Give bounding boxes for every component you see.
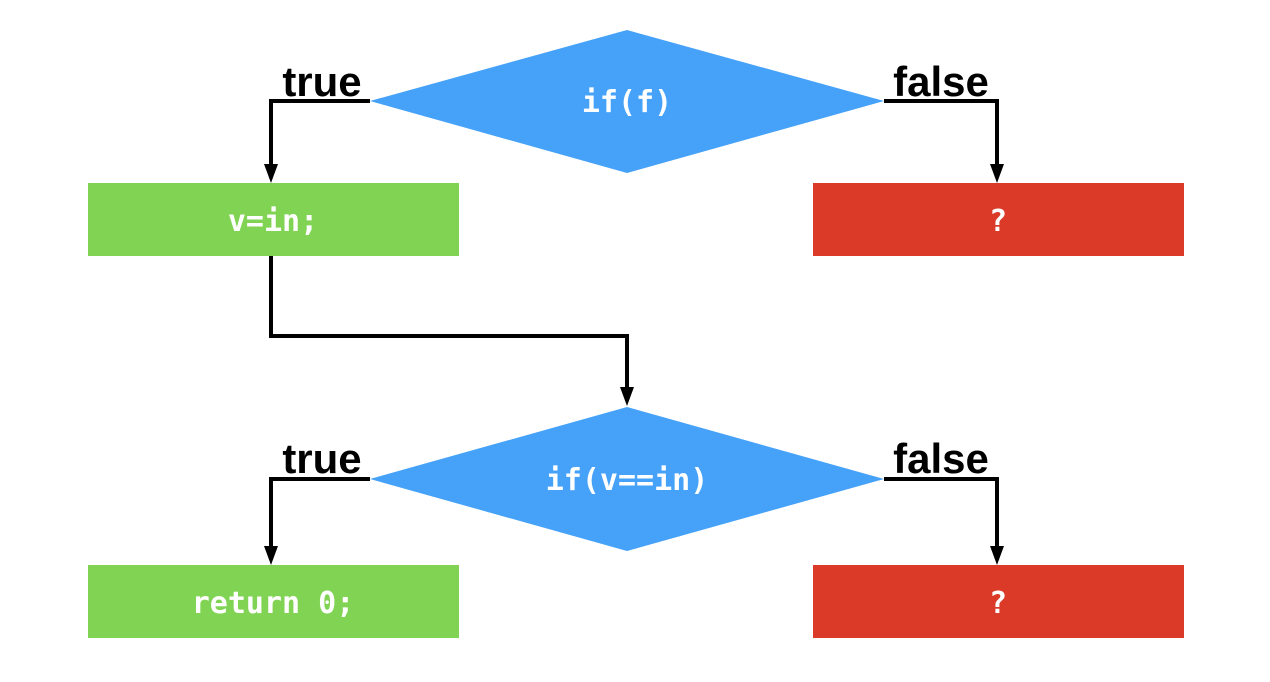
process-label-return: return 0; [192,586,355,621]
arrowhead-icon [990,546,1004,565]
arrowhead-icon [620,387,634,406]
decision-label-1: if(f) [582,85,672,120]
decision-diamond-2 [370,407,884,551]
unknown-label-2: ? [989,586,1007,621]
process-box-return [88,565,459,638]
edge-label-d1-false: false [893,58,989,105]
edge-v-to-d2 [269,256,629,392]
process-box-v-assign [88,183,459,256]
unknown-box-2 [813,565,1184,638]
unknown-box-1 [813,183,1184,256]
edge-d2-true [269,477,370,552]
edge-label-d2-true: true [282,435,361,482]
arrowhead-icon [990,164,1004,183]
arrowhead-icon [264,546,278,565]
edge-label-d1-true: true [282,58,361,105]
edge-label-d2-false: false [893,435,989,482]
arrowheads [264,164,1004,565]
arrowhead-icon [264,164,278,183]
decision-diamond-1 [370,30,884,173]
edge-d2-false [884,477,999,552]
edge-d1-true [269,99,370,170]
unknown-label-1: ? [989,204,1007,239]
edge-d1-false [884,99,999,170]
process-label-v-assign: v=in; [228,204,318,239]
decision-label-2: if(v==in) [546,463,709,498]
connectors [269,99,999,552]
